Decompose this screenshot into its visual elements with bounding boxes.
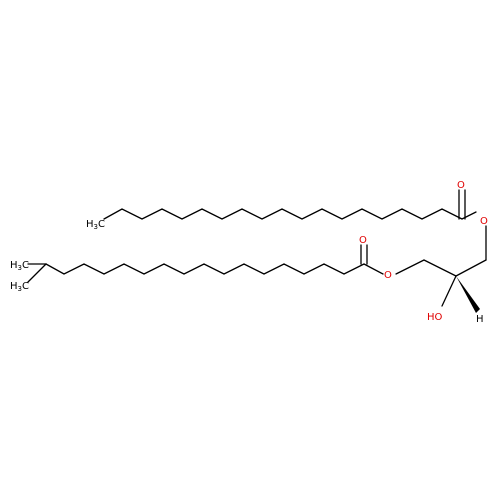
methyl-label-b: H3C (10, 281, 29, 293)
glycerol-c1-c2 (455, 259, 487, 277)
hydroxyl-label: HO (427, 312, 443, 323)
oxygen-label-carbonyl-top: O (457, 180, 465, 191)
glycerol-c2-oh (441, 275, 457, 307)
lower-ester-bond (363, 263, 384, 275)
upper-ester-bond (461, 211, 477, 220)
oxygen-label-ester-mid: O (384, 270, 392, 281)
oxygen-label-ester-top: O (480, 216, 488, 227)
glycerol-c2-c3 (423, 259, 457, 277)
branch-bond-lower (27, 263, 47, 283)
lower-acyl-chain (45, 263, 365, 275)
lower-ester-oc-bond (395, 259, 425, 275)
stereo-h-label: H (476, 314, 484, 325)
stereo-wedge (456, 276, 480, 313)
methyl-label-top: H3C (86, 219, 105, 231)
methyl-label-a: H3C (10, 260, 29, 272)
oxygen-label-carbonyl-mid: O (359, 235, 367, 246)
upper-acyl-chain (103, 208, 463, 220)
